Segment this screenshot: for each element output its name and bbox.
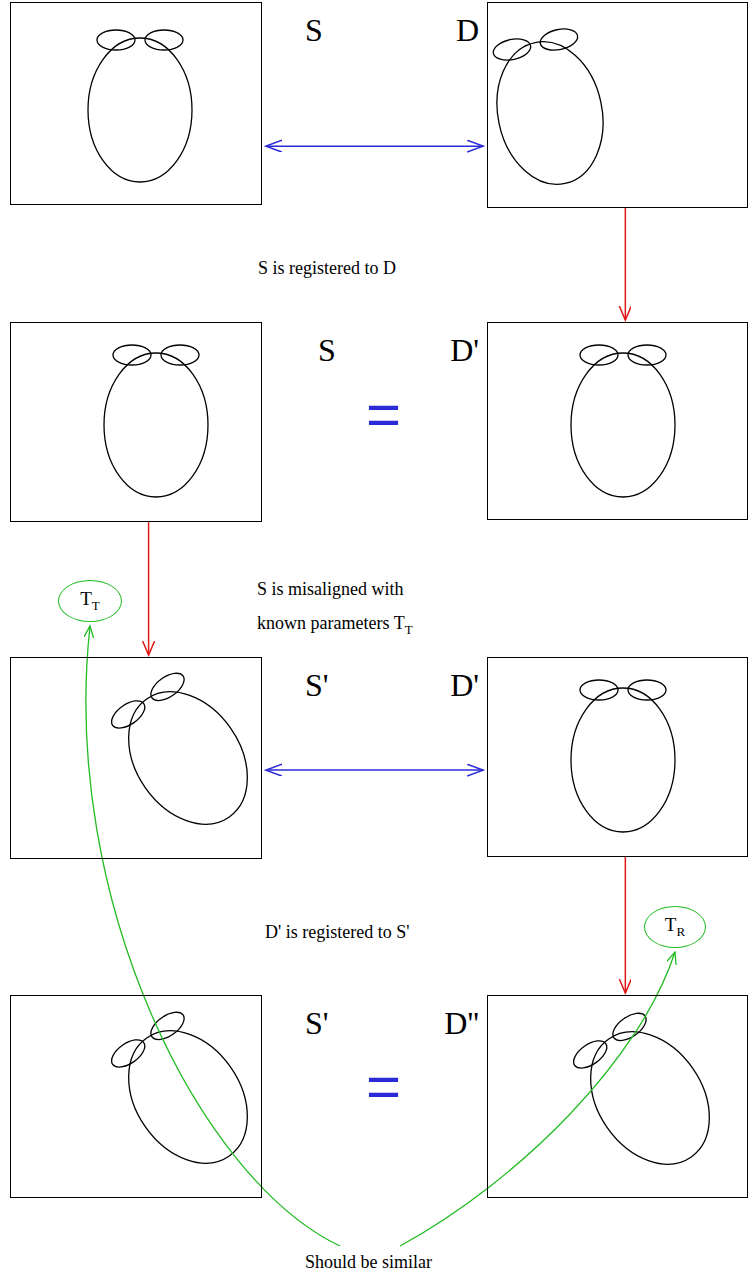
panel-label: D'' — [444, 1004, 479, 1042]
head-outline — [100, 663, 272, 847]
panel-label: D — [456, 11, 479, 49]
registration-arrow — [266, 769, 483, 771]
step-caption: S is misaligned with known parameters T — [257, 579, 405, 633]
image-panel: S' — [10, 995, 262, 1198]
leader-line — [400, 952, 675, 1246]
panel-label: S — [318, 331, 336, 369]
parameter-subscript: T — [405, 622, 413, 637]
parameter-name: T — [665, 914, 677, 935]
head-outline — [483, 24, 616, 194]
parameter-subscript: T — [92, 598, 100, 613]
image-panel: S — [10, 322, 262, 522]
head-outline — [100, 1002, 272, 1186]
parameter-name: T — [80, 588, 92, 609]
image-panel: D' — [487, 322, 748, 520]
image-panel: S — [10, 2, 262, 205]
note-caption: Should be similar — [305, 1252, 432, 1274]
step-arrow — [625, 857, 627, 993]
parameter-ellipse: TR — [644, 906, 706, 948]
step-arrow — [625, 208, 627, 320]
head-outline — [571, 680, 675, 832]
parameter-symbol: TR — [665, 914, 685, 939]
head-outline — [88, 30, 192, 182]
step-caption: D' is registered to S' — [265, 922, 409, 944]
step-arrow — [148, 522, 150, 655]
head-outline — [571, 345, 675, 497]
parameter-subscript: R — [676, 924, 685, 939]
image-panel: S' — [10, 657, 262, 859]
head-outline — [104, 345, 208, 497]
panel-label: S' — [305, 1004, 329, 1042]
parameter-ellipse: TT — [58, 580, 122, 622]
image-panel: D — [487, 2, 748, 208]
panel-label: D' — [450, 666, 479, 704]
equals-sign: = — [366, 385, 401, 445]
panel-label: D' — [450, 331, 479, 369]
image-panel: D' — [487, 657, 748, 857]
step-caption: S is registered to D — [258, 258, 396, 280]
panel-label: S — [305, 11, 323, 49]
image-panel: D'' — [487, 995, 748, 1198]
panel-label: S' — [305, 666, 329, 704]
equals-sign: = — [366, 1057, 401, 1117]
registration-arrow — [266, 145, 483, 147]
parameter-symbol: TT — [80, 588, 100, 613]
caption-block: S is misaligned with known parameters TT — [257, 572, 442, 640]
